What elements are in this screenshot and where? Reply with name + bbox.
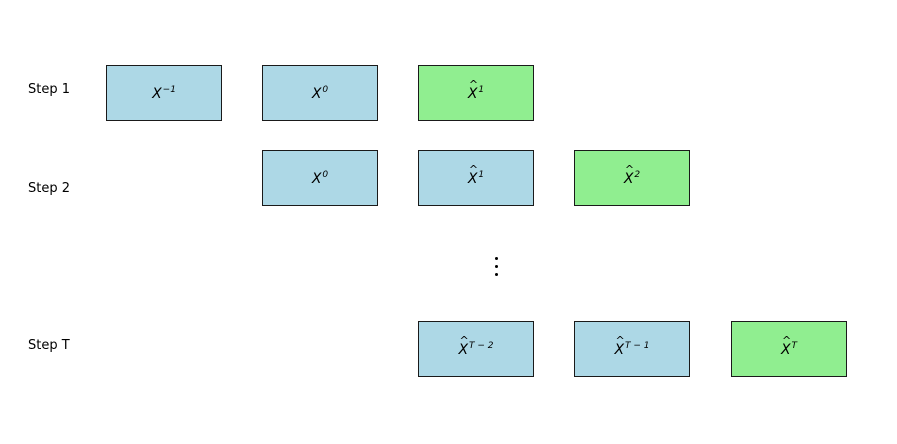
symbol-base: X <box>311 170 322 187</box>
step-1-box-2: X0 <box>262 65 378 121</box>
symbol-base: X <box>467 85 478 102</box>
step-2-box-3: ^X2 <box>574 150 690 206</box>
hat-accent: ^ <box>624 162 635 176</box>
step-t-box-1: ^XT − 2 <box>418 321 534 377</box>
step-1-box-1-symbol: X−1 <box>152 84 176 102</box>
symbol-base: X <box>458 341 469 358</box>
symbol-superscript: T <box>791 340 798 351</box>
step-1-box-3-symbol: ^X1 <box>467 79 485 102</box>
ellipsis-dot <box>494 257 498 260</box>
symbol-superscript: 2 <box>634 169 641 180</box>
symbol-base: X <box>614 341 625 358</box>
hat-accent: ^ <box>615 333 625 347</box>
symbol-base: X <box>311 85 322 102</box>
hat-accent: ^ <box>468 162 479 176</box>
symbol-superscript: 1 <box>478 169 485 180</box>
step-1-box-1: X−1 <box>106 65 222 121</box>
hat-accent: ^ <box>459 333 469 347</box>
step-2-box-1-symbol: X0 <box>311 169 329 187</box>
step-t-box-2-symbol: ^XT − 1 <box>614 335 650 358</box>
step-1-label: Step 1 <box>28 82 71 97</box>
symbol-base: X <box>623 170 634 187</box>
step-2-label: Step 2 <box>28 181 71 196</box>
step-t-box-3: ^XT <box>731 321 847 377</box>
step-t-label: Step T <box>28 338 70 353</box>
step-2-box-3-symbol: ^X2 <box>623 164 641 187</box>
step-1-box-3: ^X1 <box>418 65 534 121</box>
symbol-superscript: 0 <box>322 84 329 95</box>
symbol-superscript: −1 <box>162 84 176 95</box>
symbol-superscript: 1 <box>478 84 485 95</box>
step-2-box-2: ^X1 <box>418 150 534 206</box>
symbol-superscript: 0 <box>322 169 329 180</box>
hat-accent: ^ <box>781 333 792 347</box>
step-t-box-1-symbol: ^XT − 2 <box>458 335 494 358</box>
ellipsis-dot <box>494 273 498 276</box>
symbol-base: X <box>780 341 791 358</box>
symbol-superscript: T − 1 <box>625 340 650 351</box>
step-1-box-2-symbol: X0 <box>311 84 329 102</box>
step-2-box-1: X0 <box>262 150 378 206</box>
ellipsis-dot <box>494 265 498 268</box>
symbol-base: X <box>152 85 162 102</box>
hat-accent: ^ <box>468 77 479 91</box>
vertical-ellipsis <box>491 257 501 283</box>
symbol-base: X <box>467 170 478 187</box>
step-2-box-2-symbol: ^X1 <box>467 164 485 187</box>
symbol-superscript: T − 2 <box>469 340 494 351</box>
step-t-box-3-symbol: ^XT <box>780 335 798 358</box>
step-t-box-2: ^XT − 1 <box>574 321 690 377</box>
